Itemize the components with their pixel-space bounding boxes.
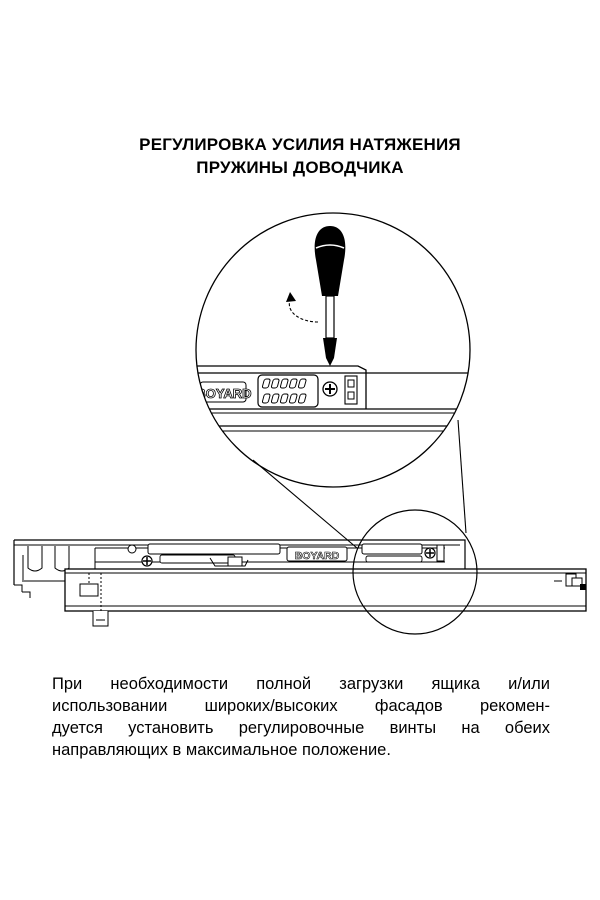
connector-line-left bbox=[252, 459, 358, 549]
brand-logo-zoom: BOYARD bbox=[196, 381, 252, 403]
paragraph-line-3: дуется установить регулировочные винты н… bbox=[52, 719, 550, 737]
screwdriver-icon bbox=[314, 226, 346, 366]
zoom-circle bbox=[195, 212, 471, 488]
drawer-runner: BOYARD bbox=[13, 539, 587, 627]
title-line-1: РЕГУЛИРОВКА УСИЛИЯ НАТЯЖЕНИЯ bbox=[139, 135, 461, 154]
spring-slots-zoom bbox=[257, 374, 319, 408]
paragraph-line-4: направляющих в максимальное положение. bbox=[52, 741, 391, 759]
connector-line-right bbox=[457, 419, 467, 534]
title-line-2: ПРУЖИНЫ ДОВОДЧИКА bbox=[196, 158, 404, 177]
paragraph-line-2: использовании широких/высоких фасадов ре… bbox=[52, 697, 550, 715]
instruction-paragraph: При необходимости полной загрузки ящика … bbox=[52, 673, 550, 761]
svg-text:BOYARD: BOYARD bbox=[196, 386, 251, 401]
rotation-arrow-icon bbox=[286, 292, 319, 323]
detail-circle bbox=[352, 509, 478, 635]
paragraph-line-1: При необходимости полной загрузки ящика … bbox=[52, 675, 550, 693]
brand-logo: BOYARD bbox=[286, 546, 348, 562]
zoom-detail: BOYARD bbox=[196, 365, 470, 432]
svg-text:BOYARD: BOYARD bbox=[295, 550, 340, 562]
page-title: РЕГУЛИРОВКА УСИЛИЯ НАТЯЖЕНИЯ ПРУЖИНЫ ДОВ… bbox=[0, 133, 600, 179]
